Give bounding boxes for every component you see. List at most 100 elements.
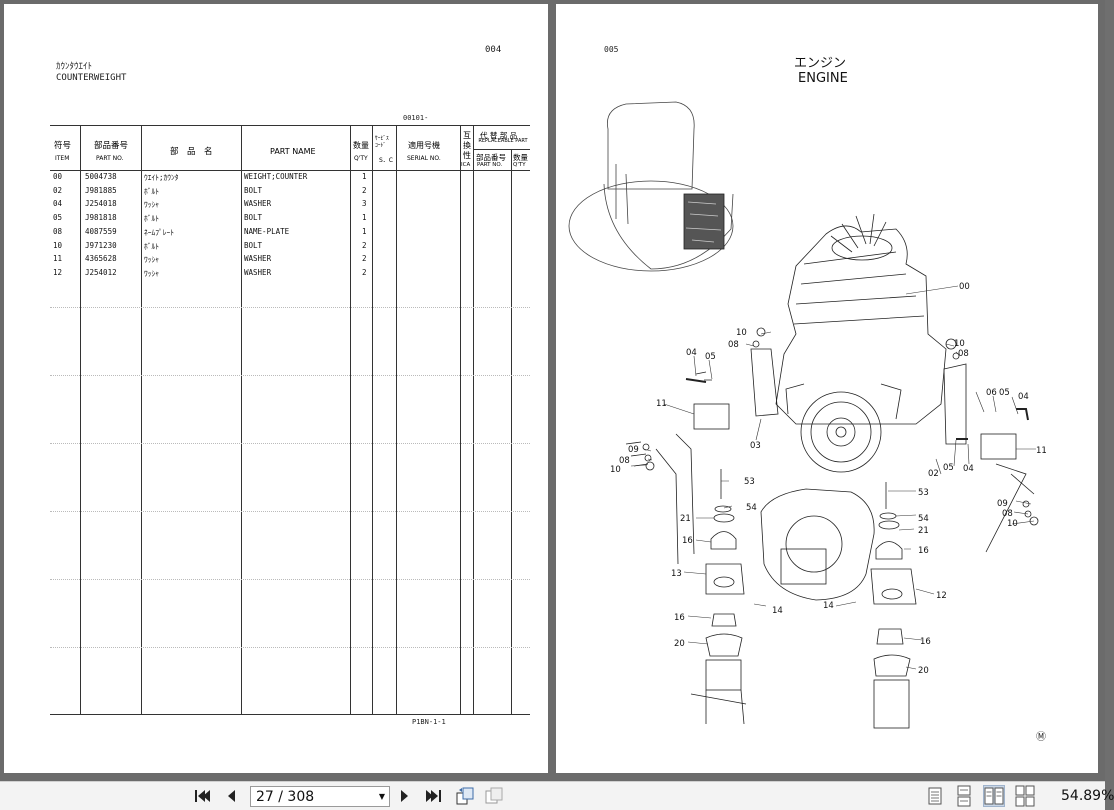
header-rep-qty-jp: 数量 xyxy=(513,153,528,162)
continuous-view-button[interactable] xyxy=(953,785,975,807)
svg-text:04: 04 xyxy=(963,464,974,474)
svg-text:08: 08 xyxy=(728,340,739,350)
header-item: ITEM xyxy=(55,155,70,162)
page-number: 005 xyxy=(604,45,619,54)
two-page-continuous-icon xyxy=(1015,785,1035,807)
header-ica-jp: 互換性 xyxy=(463,131,471,160)
cell-item: 04 xyxy=(53,199,63,209)
cell-part-no: J971230 xyxy=(85,240,117,250)
cell-part-no: J981885 xyxy=(85,185,117,195)
cell-item: 11 xyxy=(53,254,63,264)
header-qty-jp: 数量 xyxy=(353,141,369,150)
svg-text:54: 54 xyxy=(746,503,757,513)
svg-text:08: 08 xyxy=(958,349,969,359)
cell-name-jp: ﾈｰﾑﾌﾟﾚｰﾄ xyxy=(144,227,174,237)
chevron-down-icon: ▼ xyxy=(378,792,386,801)
svg-text:16: 16 xyxy=(918,546,929,556)
prev-page-button[interactable] xyxy=(221,786,241,806)
two-page-view-button[interactable] xyxy=(983,785,1005,807)
two-page-icon xyxy=(984,787,1004,805)
cell-qty: 2 xyxy=(362,240,367,250)
svg-text:06: 06 xyxy=(986,388,997,398)
page-display: 27 / 308 xyxy=(256,788,315,805)
zoom-level[interactable]: 54.89% xyxy=(1061,788,1114,804)
header-rep-qty: Q'TY xyxy=(513,162,526,168)
svg-text:14: 14 xyxy=(823,601,834,611)
header-qty: Q'TY xyxy=(354,155,368,162)
first-page-icon xyxy=(195,790,210,802)
header-service-jp: ｻｰﾋﾞｽ ｺｰﾄﾞ xyxy=(375,136,389,149)
svg-text:12: 12 xyxy=(936,591,947,601)
callout-labels: 00 10 08 04 05 11 03 09 08 10 53 54 21 1… xyxy=(610,282,1047,676)
right-page: 005 エンジン ENGINE xyxy=(556,4,1098,773)
right-mount-parts xyxy=(870,338,1039,729)
section-code: 00101- xyxy=(403,114,429,122)
single-page-view-button[interactable] xyxy=(924,785,946,807)
svg-text:05: 05 xyxy=(705,352,716,362)
rotate-icon xyxy=(456,787,474,805)
cell-part-no: J254018 xyxy=(85,199,117,209)
svg-text:04: 04 xyxy=(1018,392,1029,402)
cell-name-en: WASHER xyxy=(244,254,272,264)
cell-qty: 1 xyxy=(362,172,367,181)
header-ica: ICA xyxy=(461,162,471,168)
cell-name-en: BOLT xyxy=(244,240,263,250)
leader-lines xyxy=(630,285,1036,670)
page-selector[interactable]: 27 / 308 ▼ xyxy=(250,786,390,807)
svg-text:10: 10 xyxy=(1007,519,1018,529)
cell-item: 00 xyxy=(53,172,63,181)
svg-text:53: 53 xyxy=(918,488,929,498)
svg-text:00: 00 xyxy=(959,282,970,292)
cell-qty: 3 xyxy=(362,199,367,209)
left-mount-parts xyxy=(625,327,779,725)
document-viewport[interactable]: 004 ｶｳﾝﾀｳｴｲﾄ COUNTERWEIGHT 00101- 符号 ITE… xyxy=(0,0,1105,781)
cell-name-en: WASHER xyxy=(244,267,272,277)
prev-page-icon xyxy=(228,790,235,802)
cell-part-no: J981818 xyxy=(85,213,117,223)
svg-text:10: 10 xyxy=(736,328,747,338)
single-page-icon xyxy=(928,787,942,805)
section-title: COUNTERWEIGHT xyxy=(56,73,127,83)
last-page-icon xyxy=(426,790,441,802)
cell-qty: 2 xyxy=(362,254,367,264)
continuous-icon xyxy=(957,785,971,807)
cell-name-en: NAME-PLATE xyxy=(244,226,290,236)
engine-exploded-diagram: 00 10 08 04 05 11 03 09 08 10 53 54 21 1… xyxy=(568,101,1047,729)
svg-text:08: 08 xyxy=(619,456,630,466)
fit-button[interactable] xyxy=(484,786,504,806)
next-page-button[interactable] xyxy=(395,786,415,806)
cell-name-en: WEIGHT;COUNTER xyxy=(244,172,308,181)
machine-thumbnail xyxy=(568,101,734,272)
svg-text:21: 21 xyxy=(918,526,929,536)
cell-item: 10 xyxy=(53,240,63,250)
header-replaceable: REPLACEABLE PART xyxy=(478,138,528,144)
last-page-button[interactable] xyxy=(424,786,444,806)
rotate-button[interactable] xyxy=(455,786,475,806)
left-page: 004 ｶｳﾝﾀｳｴｲﾄ COUNTERWEIGHT 00101- 符号 ITE… xyxy=(4,4,548,773)
parts-table: 符号 ITEM 部品番号 PART NO. 部 品 名 PART NAME 数量… xyxy=(50,125,530,716)
bottom-toolbar: 27 / 308 ▼ 54.89% xyxy=(0,781,1114,810)
cell-name-en: WASHER xyxy=(244,199,272,209)
header-rep-partno-jp: 部品番号 xyxy=(476,153,506,162)
svg-text:14: 14 xyxy=(772,606,783,616)
svg-text:20: 20 xyxy=(918,666,929,676)
section-title-jp: エンジン xyxy=(794,56,847,71)
cell-item: 02 xyxy=(53,185,63,195)
svg-text:13: 13 xyxy=(671,569,682,579)
cell-part-no: 4365628 xyxy=(85,254,117,264)
two-page-continuous-view-button[interactable] xyxy=(1014,785,1036,807)
header-partno: PART NO. xyxy=(96,155,124,162)
cell-name-jp: ﾜｯｼｬ xyxy=(144,255,159,265)
svg-text:05: 05 xyxy=(943,463,954,473)
section-title-jp: ｶｳﾝﾀｳｴｲﾄ xyxy=(56,62,93,72)
cell-qty: 2 xyxy=(362,185,367,195)
svg-text:05: 05 xyxy=(999,388,1010,398)
cell-name-jp: ﾜｯｼｬ xyxy=(144,268,159,278)
first-page-button[interactable] xyxy=(192,786,212,806)
svg-text:16: 16 xyxy=(920,637,931,647)
header-service: S．C xyxy=(379,157,393,164)
cell-name-jp: ﾎﾞﾙﾄ xyxy=(144,241,159,251)
